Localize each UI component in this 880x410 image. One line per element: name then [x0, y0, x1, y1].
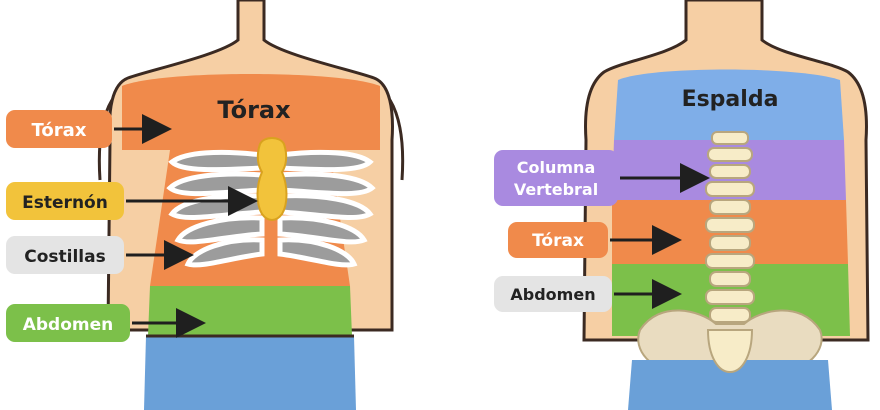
front-label-esternon: Esternón [6, 182, 124, 220]
front-label-torax-text: Tórax [32, 120, 87, 141]
front-abdomen-region [148, 286, 352, 336]
front-label-costillas: Costillas [6, 236, 124, 274]
back-title: Espalda [682, 87, 779, 112]
back-label-columna-line1: Columna [517, 158, 595, 177]
back-label-abdomen-text: Abdomen [510, 285, 595, 304]
front-torso: Tórax [99, 0, 402, 410]
front-title: Tórax [217, 96, 291, 124]
back-torso: Espalda [584, 0, 868, 410]
back-label-columna: Columna Vertebral [494, 150, 618, 206]
front-pants [144, 336, 356, 410]
front-label-torax: Tórax [6, 110, 112, 148]
front-label-esternon-text: Esternón [22, 193, 108, 213]
back-label-abdomen: Abdomen [494, 276, 612, 312]
back-label-columna-line2: Vertebral [514, 180, 598, 199]
back-label-torax: Tórax [508, 222, 608, 258]
front-label-abdomen: Abdomen [6, 304, 130, 342]
front-label-abdomen-text: Abdomen [23, 315, 114, 335]
back-label-torax-text: Tórax [532, 231, 584, 251]
front-label-costillas-text: Costillas [24, 247, 105, 267]
front-sternum [258, 138, 287, 220]
